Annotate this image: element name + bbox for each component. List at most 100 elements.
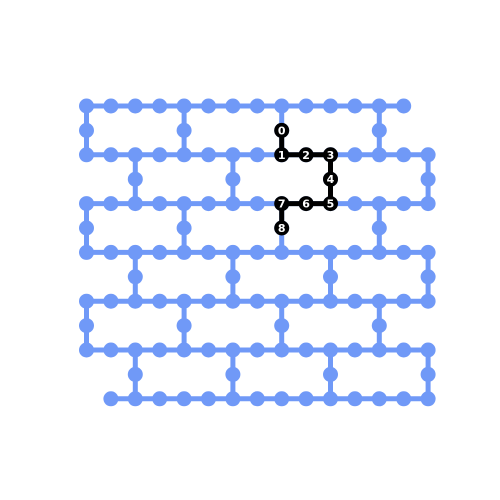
path-node-8 [274, 220, 290, 236]
lattice-node [249, 196, 265, 212]
lattice-node [298, 293, 314, 309]
lattice-node [347, 98, 363, 114]
lattice-node [249, 391, 265, 407]
lattice-node [225, 244, 241, 260]
lattice-node [396, 196, 412, 212]
lattice-node [323, 342, 338, 358]
lattice-node [371, 244, 387, 260]
lattice-node [201, 196, 216, 212]
path-node-label: 2 [302, 149, 310, 162]
lattice-node [152, 147, 168, 163]
lattice-node [176, 293, 192, 309]
lattice-node [371, 196, 387, 212]
lattice-node [396, 293, 412, 309]
lattice-node [152, 244, 168, 260]
path-node-1 [274, 147, 290, 163]
lattice-node [420, 293, 436, 309]
lattice-node [176, 196, 192, 212]
lattice-node [347, 147, 363, 163]
lattice-node [79, 147, 94, 163]
lattice-node [249, 244, 265, 260]
lattice-node [127, 391, 143, 407]
lattice-node [127, 98, 143, 114]
lattice-node [420, 244, 436, 260]
lattice-node [152, 196, 168, 212]
lattice-node [79, 122, 94, 138]
lattice-node [103, 98, 119, 114]
lattice-node [420, 196, 436, 212]
lattice-node [371, 147, 387, 163]
lattice-node [79, 98, 94, 114]
path-node-label: 7 [278, 198, 286, 211]
lattice-node [201, 391, 216, 407]
lattice-node [347, 244, 363, 260]
lattice-node [152, 293, 168, 309]
lattice-node [274, 342, 290, 358]
lattice-node [79, 196, 94, 212]
lattice-node [298, 244, 314, 260]
lattice-node [176, 220, 192, 236]
lattice-node [201, 293, 216, 309]
lattice-node [323, 293, 338, 309]
lattice-node [225, 391, 241, 407]
lattice-node [152, 391, 168, 407]
lattice-node [176, 98, 192, 114]
path-node-label: 3 [327, 149, 335, 162]
lattice-node [396, 342, 412, 358]
path-node-label: 6 [302, 198, 310, 211]
lattice-node [225, 98, 241, 114]
lattice-node [127, 196, 143, 212]
lattice-node [127, 342, 143, 358]
lattice-node [127, 366, 143, 382]
path-node-7 [274, 196, 290, 212]
lattice-node [347, 196, 363, 212]
lattice-node [225, 293, 241, 309]
lattice-node [420, 342, 436, 358]
lattice-node [347, 342, 363, 358]
lattice-node [103, 196, 119, 212]
lattice-node [274, 98, 290, 114]
lattice-node [371, 98, 387, 114]
path-node-0 [274, 122, 290, 138]
lattice-node [371, 293, 387, 309]
lattice-node [176, 147, 192, 163]
lattice-node [420, 366, 436, 382]
path-node-3 [323, 147, 338, 163]
lattice-node [201, 147, 216, 163]
lattice-node [201, 98, 216, 114]
lattice-node [420, 269, 436, 285]
lattice-node [127, 269, 143, 285]
lattice-node [298, 342, 314, 358]
lattice-node [420, 391, 436, 407]
lattice-node [420, 147, 436, 163]
lattice-node [176, 122, 192, 138]
lattice-node [152, 342, 168, 358]
path-node-6 [298, 196, 314, 212]
lattice-node [127, 171, 143, 187]
lattice-node [274, 391, 290, 407]
lattice-node [79, 342, 94, 358]
lattice-node [79, 293, 94, 309]
lattice-node [176, 318, 192, 334]
lattice-node [103, 293, 119, 309]
lattice-node [103, 147, 119, 163]
lattice-node [103, 391, 119, 407]
lattice-node [323, 244, 338, 260]
lattice-node [396, 391, 412, 407]
lattice-nodes [79, 98, 436, 407]
lattice-node [420, 171, 436, 187]
lattice-node [249, 293, 265, 309]
lattice-node [298, 391, 314, 407]
lattice-node [176, 342, 192, 358]
lattice-node [347, 391, 363, 407]
path-node-2 [298, 147, 314, 163]
lattice-node [79, 244, 94, 260]
lattice-node [103, 342, 119, 358]
lattice-node [176, 391, 192, 407]
lattice-node [323, 391, 338, 407]
lattice-node [396, 147, 412, 163]
lattice-node [152, 98, 168, 114]
lattice-node [323, 366, 338, 382]
path-node-label: 1 [278, 149, 286, 162]
